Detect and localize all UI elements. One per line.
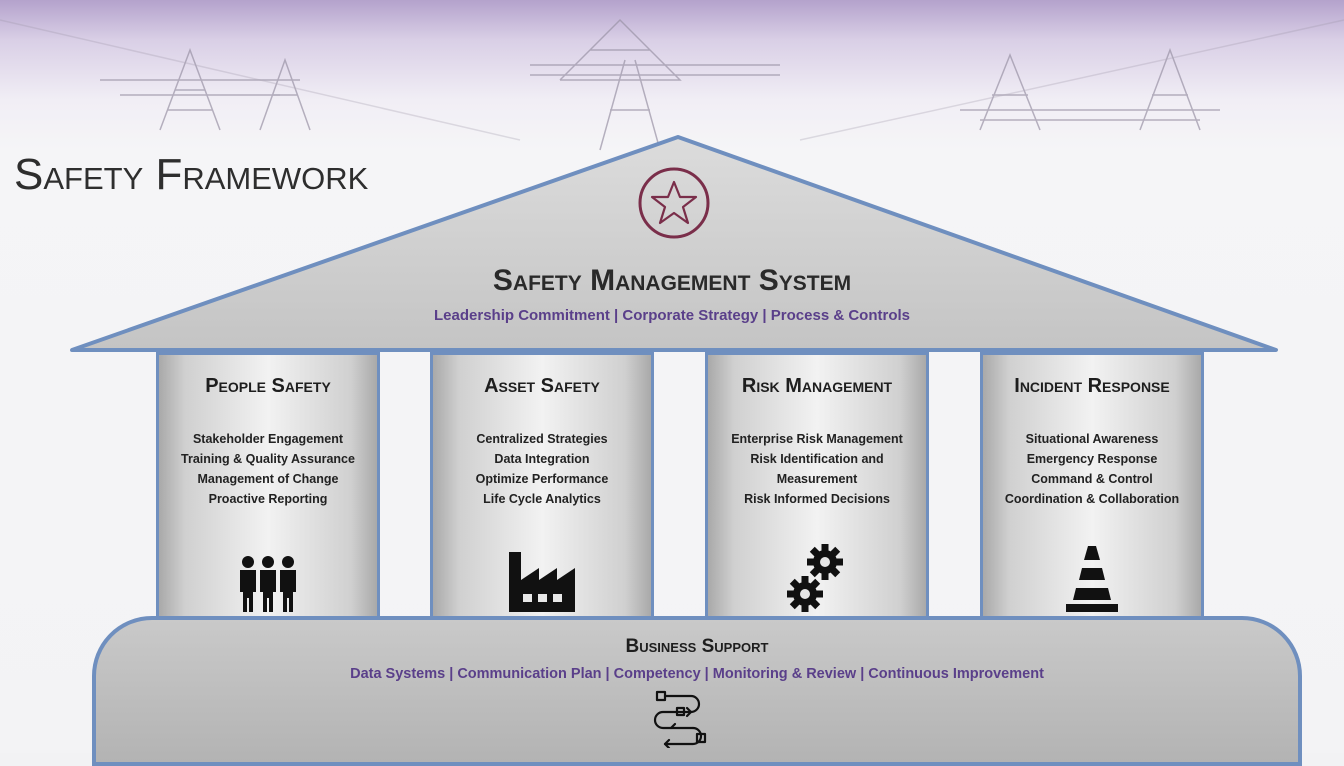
pillar-item: Risk Identification and bbox=[750, 452, 884, 466]
pillar-item: Management of Change bbox=[197, 472, 339, 486]
safety-management-system-title: Safety Management System bbox=[492, 264, 852, 297]
pillar-title: Asset Safety bbox=[484, 375, 600, 397]
pillar-item: Life Cycle Analytics bbox=[483, 492, 601, 506]
business-support-base: Business Support Data Systems | Communic… bbox=[92, 616, 1302, 766]
people-icon bbox=[240, 556, 296, 612]
pillar-title: Risk Management bbox=[741, 375, 893, 397]
pillar-item: Coordination & Collaboration bbox=[1004, 492, 1180, 506]
power-line-towers-image bbox=[0, 18, 1344, 151]
pillar-risk-management: Risk Management Enterprise Risk Manageme… bbox=[705, 352, 929, 618]
gears-icon bbox=[787, 544, 843, 612]
page-title: Safety Framework bbox=[14, 150, 369, 199]
pillar-item: Measurement bbox=[776, 472, 858, 486]
pillar-items-list: Enterprise Risk Management Risk Identifi… bbox=[708, 429, 926, 509]
pillar-asset-safety: Asset Safety Centralized Strategies Data… bbox=[430, 352, 654, 618]
pillar-item: Command & Control bbox=[1031, 472, 1153, 486]
pillar-item: Emergency Response bbox=[1026, 452, 1158, 466]
pillar-item: Situational Awareness bbox=[1025, 432, 1159, 446]
pillar-items-list: Stakeholder Engagement Training & Qualit… bbox=[159, 429, 377, 509]
pillar-item: Data Integration bbox=[494, 452, 590, 466]
pillar-item: Stakeholder Engagement bbox=[192, 432, 344, 446]
business-support-title: Business Support bbox=[625, 636, 769, 657]
workflow-icon bbox=[653, 690, 707, 748]
pillar-item: Training & Quality Assurance bbox=[181, 452, 355, 466]
pillar-item: Risk Informed Decisions bbox=[744, 492, 890, 506]
pillar-title: Incident Response bbox=[1014, 375, 1170, 397]
pillar-item: Enterprise Risk Management bbox=[731, 432, 903, 446]
pillar-title: People Safety bbox=[205, 375, 331, 397]
pillar-item: Optimize Performance bbox=[475, 472, 609, 486]
pillar-items-list: Centralized Strategies Data Integration … bbox=[433, 429, 651, 509]
pillar-items-list: Situational Awareness Emergency Response… bbox=[983, 429, 1201, 509]
pillar-incident-response: Incident Response Situational Awareness … bbox=[980, 352, 1204, 618]
traffic-cone-icon bbox=[1066, 546, 1118, 612]
pillar-item: Centralized Strategies bbox=[476, 432, 608, 446]
pillar-people-safety: People Safety Stakeholder Engagement Tra… bbox=[156, 352, 380, 618]
pillar-item: Proactive Reporting bbox=[208, 492, 328, 506]
safety-management-system-subtitle: Leadership Commitment | Corporate Strate… bbox=[434, 307, 910, 324]
roof-shape bbox=[70, 135, 1278, 352]
business-support-subtitle: Data Systems | Communication Plan | Comp… bbox=[350, 666, 1044, 682]
factory-icon bbox=[509, 552, 575, 612]
star-icon bbox=[638, 167, 710, 239]
